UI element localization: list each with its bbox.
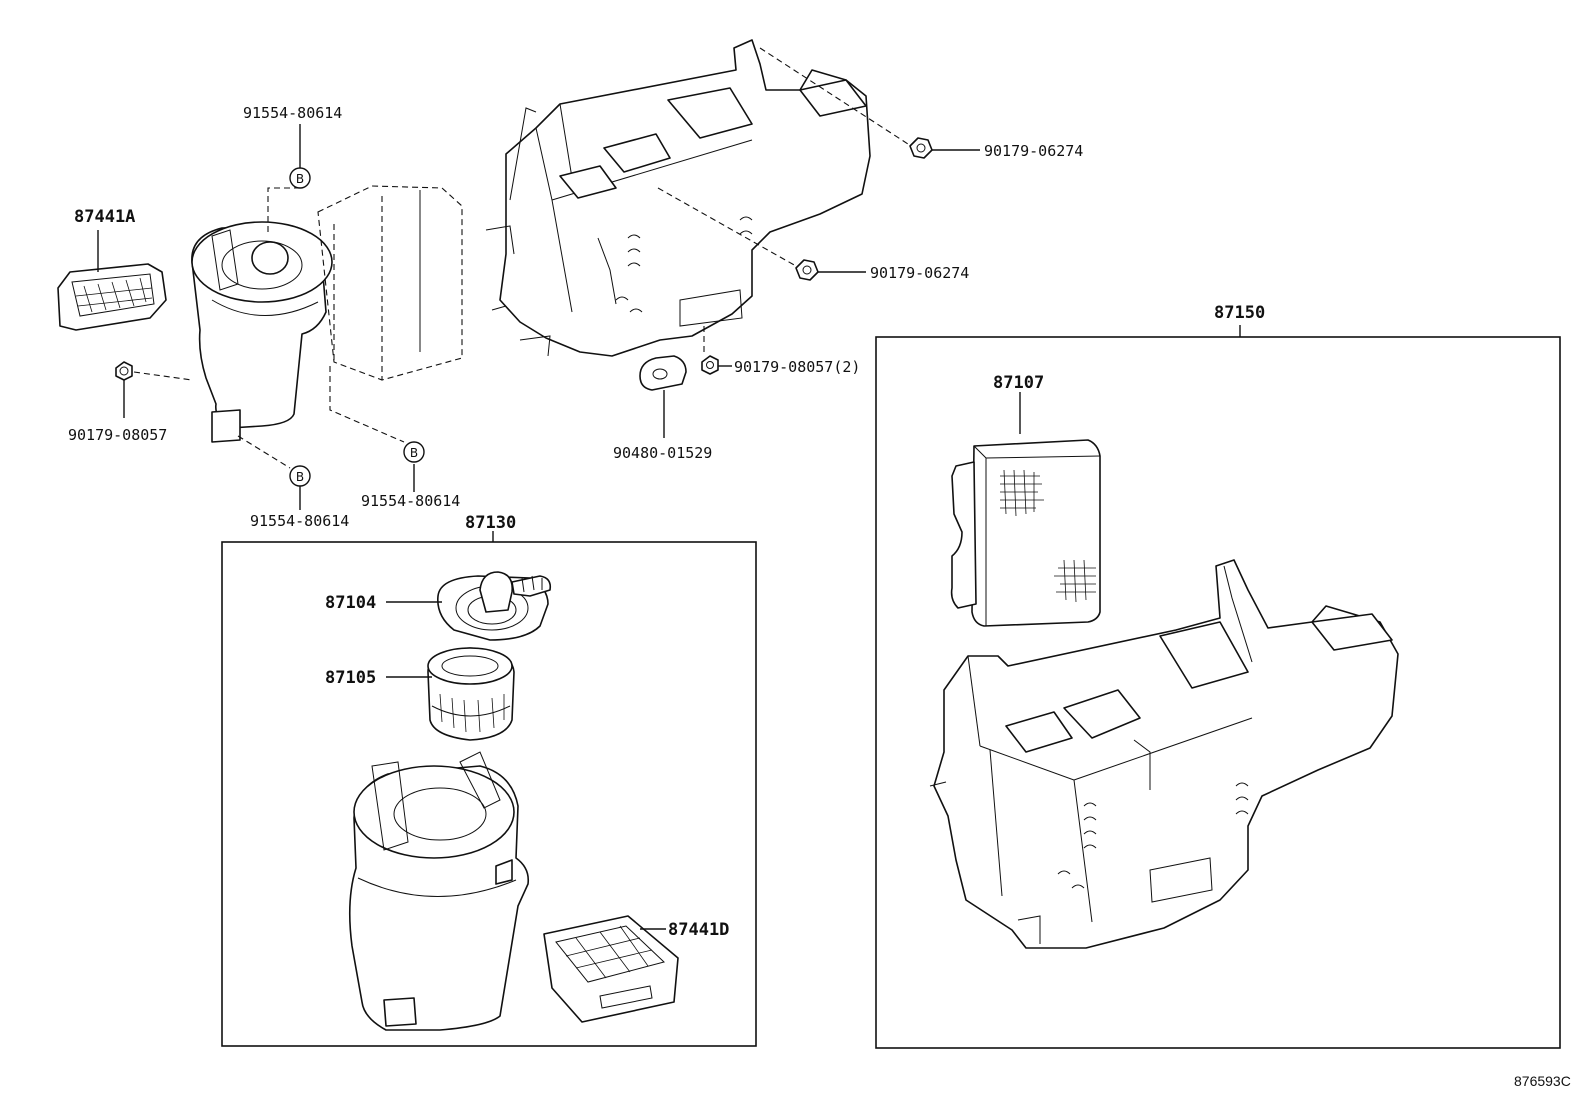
- svg-text:B: B: [410, 446, 418, 460]
- reference-code: 876593C: [1514, 1073, 1571, 1089]
- nut-90179-06274-b: [795, 259, 819, 281]
- label-87130: 87130: [465, 513, 516, 533]
- box-87130: [221, 541, 757, 1047]
- svg-text:B: B: [296, 470, 304, 484]
- label-90179-06274-b: 90179-06274: [870, 264, 969, 282]
- marker-b-mid: B: [403, 441, 425, 463]
- main-hvac-assembly: [191, 39, 871, 443]
- label-91554-80614-low: 91554-80614: [250, 512, 349, 530]
- svg-text:B: B: [296, 172, 304, 186]
- box-87150: [875, 336, 1561, 1049]
- label-87105: 87105: [325, 668, 376, 688]
- marker-b-low: B: [289, 465, 311, 487]
- label-91554-80614-top: 91554-80614: [243, 104, 342, 122]
- part-87441A: [57, 263, 167, 331]
- grommet-90480-01529: [639, 355, 687, 391]
- label-87107: 87107: [993, 373, 1044, 393]
- label-90179-06274-a: 90179-06274: [984, 142, 1083, 160]
- label-87150: 87150: [1214, 303, 1265, 323]
- label-90179-08057: 90179-08057: [68, 426, 167, 444]
- marker-b-top: B: [289, 167, 311, 189]
- part-blower-case: [348, 751, 530, 1031]
- part-87104-motor: [437, 571, 552, 641]
- label-87441A: 87441A: [74, 207, 135, 227]
- nut-90179-08057-2: [701, 355, 719, 375]
- part-87150-case: [929, 559, 1399, 949]
- part-87441D-filter: [543, 915, 679, 1023]
- label-91554-80614-mid: 91554-80614: [361, 492, 460, 510]
- label-90179-08057-2: 90179-08057(2): [734, 358, 860, 376]
- part-87107-evaporator: [950, 439, 1101, 627]
- nut-90179-06274-a: [909, 137, 933, 159]
- label-87441D: 87441D: [668, 920, 729, 940]
- label-87104: 87104: [325, 593, 376, 613]
- label-90480-01529: 90480-01529: [613, 444, 712, 462]
- part-87105-fan: [427, 647, 515, 741]
- nut-90179-08057: [115, 361, 133, 381]
